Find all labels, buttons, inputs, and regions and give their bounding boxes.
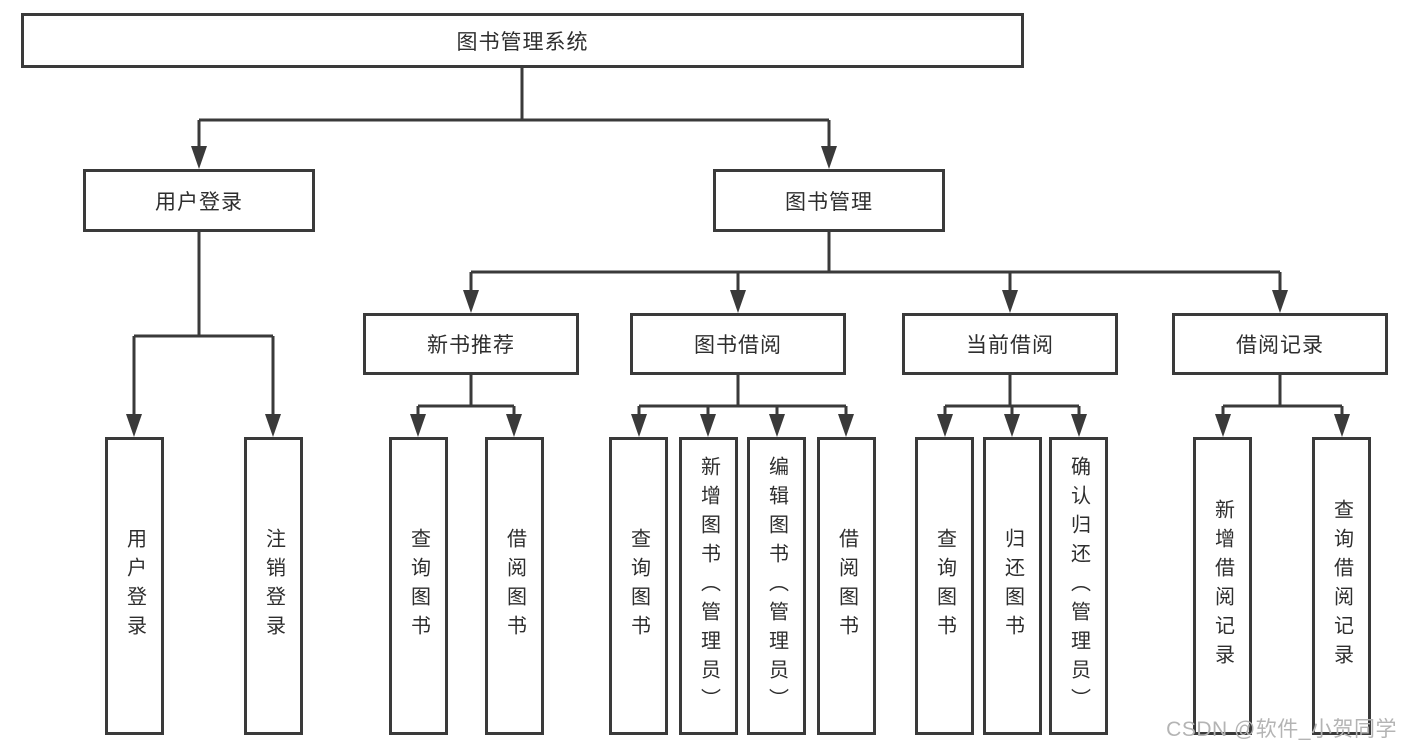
node-label: 用户登录 (155, 190, 243, 214)
leaf-borrow-books: 借阅图书 (817, 437, 876, 735)
leaf-query-books-recommend: 查询图书 (389, 437, 448, 735)
leaf-label: 注销登录 (262, 528, 285, 644)
leaf-label: 归还图书 (1001, 528, 1024, 644)
node-system-root: 图书管理系统 (21, 13, 1024, 68)
leaf-label: 用户登录 (123, 528, 146, 644)
leaf-label: 查询借阅记录 (1330, 499, 1353, 673)
node-borrow-records: 借阅记录 (1172, 313, 1388, 375)
root-label: 图书管理系统 (456, 30, 589, 54)
leaf-label: 查询图书 (627, 528, 650, 644)
leaf-return-books: 归还图书 (983, 437, 1042, 735)
leaf-label: 新增借阅记录 (1211, 499, 1234, 673)
leaf-label: 确认归还（管理员） (1067, 455, 1090, 717)
node-current-borrow: 当前借阅 (902, 313, 1118, 375)
node-label: 图书管理 (785, 190, 873, 214)
node-label: 图书借阅 (694, 334, 782, 357)
node-new-book-recommend: 新书推荐 (363, 313, 579, 375)
leaf-add-books-admin: 新增图书（管理员） (679, 437, 738, 735)
leaf-query-borrow-record: 查询借阅记录 (1312, 437, 1371, 735)
leaf-label: 查询图书 (933, 528, 956, 644)
node-user-login: 用户登录 (83, 169, 315, 232)
leaf-label: 借阅图书 (835, 528, 858, 644)
leaf-edit-books-admin: 编辑图书（管理员） (747, 437, 806, 735)
leaf-logout: 注销登录 (244, 437, 303, 735)
node-label: 当前借阅 (966, 334, 1054, 357)
leaf-add-borrow-record: 新增借阅记录 (1193, 437, 1252, 735)
leaf-label: 新增图书（管理员） (697, 455, 720, 717)
csdn-watermark: CSDN @软件_小贺同学 (1166, 718, 1397, 741)
leaf-query-books: 查询图书 (609, 437, 668, 735)
leaf-query-books-current: 查询图书 (915, 437, 974, 735)
node-label: 新书推荐 (427, 334, 515, 357)
leaf-borrow-books-recommend: 借阅图书 (485, 437, 544, 735)
leaf-label: 查询图书 (407, 528, 430, 644)
node-label: 借阅记录 (1236, 334, 1324, 357)
leaf-label: 编辑图书（管理员） (765, 455, 788, 717)
leaf-user-login: 用户登录 (105, 437, 164, 735)
leaf-label: 借阅图书 (503, 528, 526, 644)
leaf-confirm-return-admin: 确认归还（管理员） (1049, 437, 1108, 735)
node-book-management: 图书管理 (713, 169, 945, 232)
node-book-borrow: 图书借阅 (630, 313, 846, 375)
